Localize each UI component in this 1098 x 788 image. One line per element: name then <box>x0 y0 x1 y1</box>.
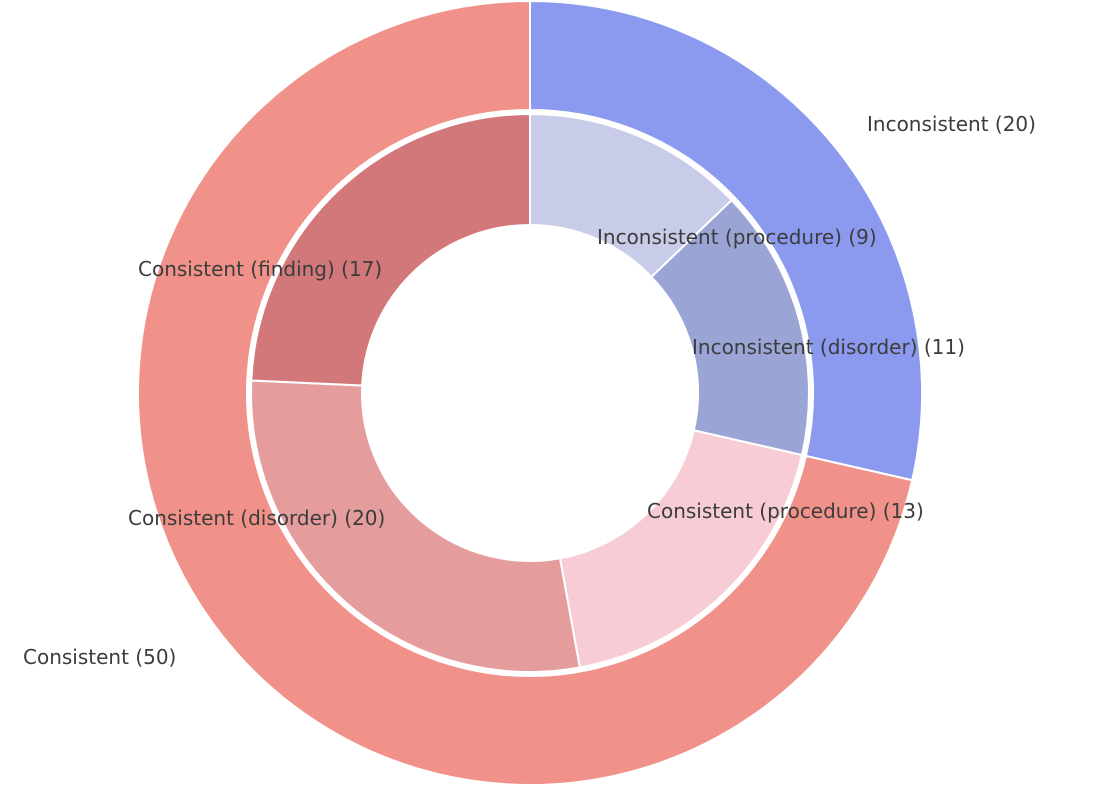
wedge-inner-consistent-disorder <box>250 379 581 673</box>
segment-label-inner-consistent-procedure: Consistent (procedure) (13) <box>647 499 924 523</box>
wedge-outer-consistent <box>137 0 914 786</box>
wedge-outer-inconsistent <box>529 0 923 482</box>
segment-label-outer-inconsistent: Inconsistent (20) <box>867 112 1036 136</box>
segment-label-inner-inconsistent-procedure: Inconsistent (procedure) (9) <box>597 225 877 249</box>
segment-label-inner-consistent-finding: Consistent (finding) (17) <box>138 257 383 281</box>
segment-label-inner-inconsistent-disorder: Inconsistent (disorder) (11) <box>692 335 965 359</box>
segment-label-outer-consistent: Consistent (50) <box>23 645 177 669</box>
wedge-inner-consistent-finding <box>250 113 531 387</box>
segment-label-inner-consistent-disorder: Consistent (disorder) (20) <box>128 506 386 530</box>
wedge-inner-consistent-procedure <box>559 429 803 669</box>
